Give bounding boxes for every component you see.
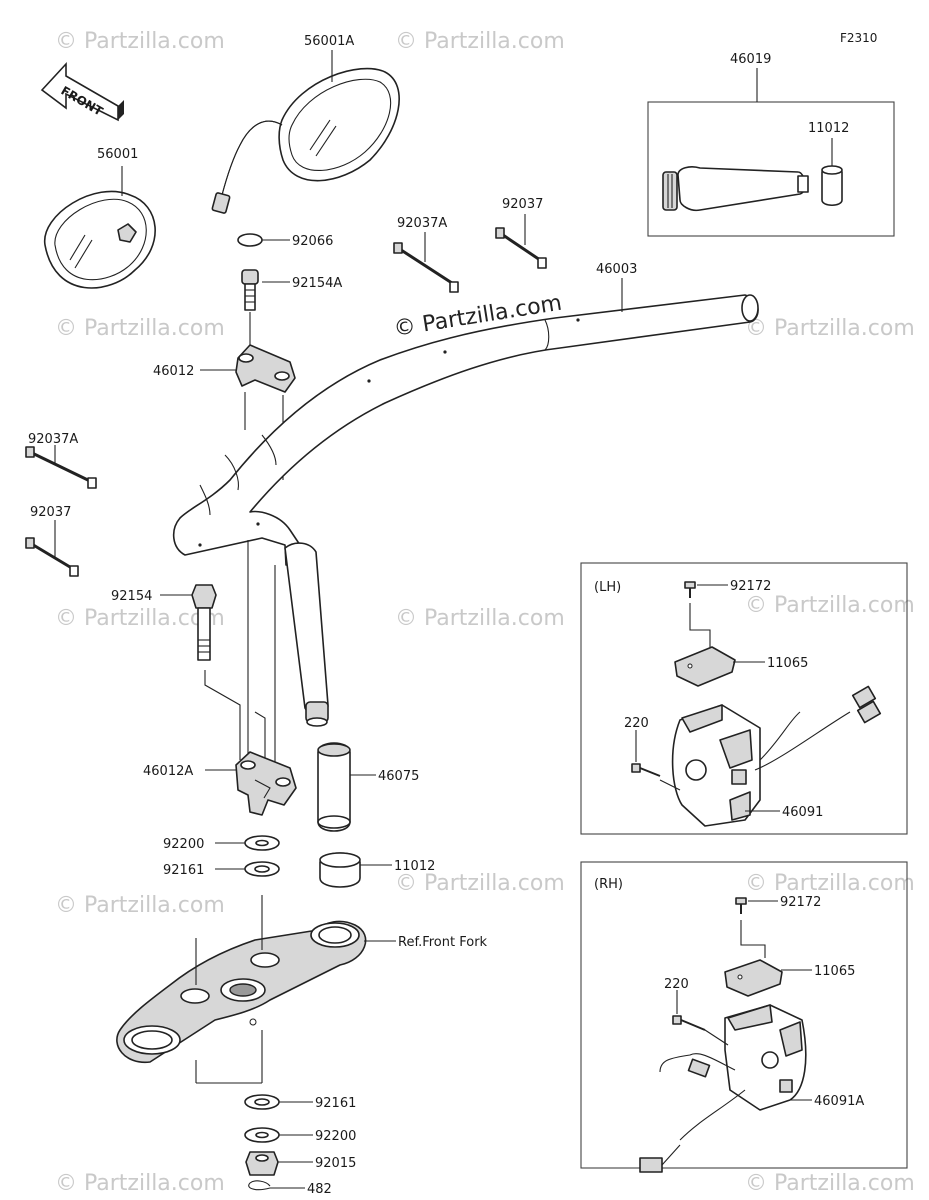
label-92037A-top: 92037A [397, 216, 447, 231]
screw-92172-rh [735, 897, 747, 914]
label-ref-front-fork: Ref.Front Fork [398, 935, 488, 950]
watermark: © Partzilla.com [745, 871, 915, 896]
bolt-92154 [191, 584, 217, 661]
switch-cover-11065-rh [724, 959, 783, 997]
bolt-92154A [241, 269, 259, 311]
figure-code: F2310 [840, 31, 877, 45]
grip-46019 [662, 166, 809, 212]
mirror-56001A: 56001A [211, 34, 400, 214]
watermark: © Partzilla.com [745, 1171, 915, 1196]
watermark: © Partzilla.com [395, 871, 565, 896]
watermark: © Partzilla.com [55, 316, 225, 341]
label-92161-b: 92161 [315, 1096, 356, 1111]
handlebar-46003 [172, 294, 759, 727]
rh-title: (RH) [594, 877, 623, 892]
label-92154A: 92154A [292, 276, 342, 291]
rh-label-11065: 11065 [814, 964, 855, 979]
label-46019: 46019 [730, 52, 771, 67]
lh-switch-box [580, 562, 908, 835]
watermark: © Partzilla.com [55, 893, 225, 918]
connector-lh-2 [856, 700, 882, 724]
label-56001A: 56001A [304, 34, 354, 49]
watermark: © Partzilla.com [745, 593, 915, 618]
lh-label-220: 220 [624, 716, 649, 731]
label-46012: 46012 [153, 364, 194, 379]
switch-housing-46091A [724, 1004, 807, 1111]
label-92161-a: 92161 [163, 863, 204, 878]
rh-label-92172: 92172 [780, 895, 821, 910]
label-46003: 46003 [596, 262, 637, 277]
cable-tie-92037A-left [25, 446, 97, 489]
clamp-46012A [235, 751, 297, 816]
cable-tie-92037-top [495, 227, 547, 269]
watermark: © Partzilla.com [395, 29, 565, 54]
label-92037-left: 92037 [30, 505, 71, 520]
watermark: © Partzilla.com [55, 29, 225, 54]
clip-482 [248, 1180, 271, 1191]
label-92037A-left: 92037A [28, 432, 78, 447]
switch-housing-46091 [671, 704, 761, 827]
front-arrow-icon: FRONT [40, 61, 124, 122]
label-92015: 92015 [315, 1156, 356, 1171]
upper-triple-clamp [116, 920, 367, 1063]
switch-cover-11065-lh [674, 646, 736, 687]
lh-title: (LH) [594, 580, 621, 595]
label-92200-b: 92200 [315, 1129, 356, 1144]
mirror-56001: 56001 [44, 147, 156, 289]
grip-kit-box [647, 101, 895, 237]
rh-label-220: 220 [664, 977, 689, 992]
label-92037-top: 92037 [502, 197, 543, 212]
label-56001: 56001 [97, 147, 138, 162]
connector-rh-1 [639, 1157, 663, 1173]
lh-label-46091: 46091 [782, 805, 823, 820]
label-482: 482 [307, 1182, 332, 1197]
screw-92172-lh [684, 581, 696, 598]
cable-tie-92037A-top [393, 242, 459, 293]
end-cap-11012 [319, 852, 361, 888]
watermark: © Partzilla.com [55, 606, 225, 631]
label-92066: 92066 [292, 234, 333, 249]
watermark: © Partzilla.com [55, 1171, 225, 1196]
end-cap-11012-top [821, 165, 843, 207]
label-11012-b: 11012 [394, 859, 435, 874]
rh-label-46091A: 46091A [814, 1094, 864, 1109]
grip-46075 [317, 742, 351, 832]
label-92154: 92154 [111, 589, 152, 604]
screw-220-rh [672, 1015, 706, 1031]
watermark: © Partzilla.com [395, 606, 565, 631]
screw-220-lh [631, 763, 661, 777]
connector-lh-1 [851, 685, 877, 709]
washer-92066 [237, 233, 263, 247]
label-46012A: 46012A [143, 764, 193, 779]
connector-rh-2 [687, 1058, 711, 1078]
nut-92015 [245, 1151, 279, 1176]
rh-switch-box [580, 861, 908, 1169]
lh-label-92172: 92172 [730, 579, 771, 594]
label-92200-a: 92200 [163, 837, 204, 852]
watermark: © Partzilla.com [745, 316, 915, 341]
label-46075: 46075 [378, 769, 419, 784]
cable-tie-92037-left [25, 537, 79, 577]
lh-label-11065: 11065 [767, 656, 808, 671]
label-11012-top: 11012 [808, 121, 849, 136]
clamp-46012 [235, 344, 296, 393]
